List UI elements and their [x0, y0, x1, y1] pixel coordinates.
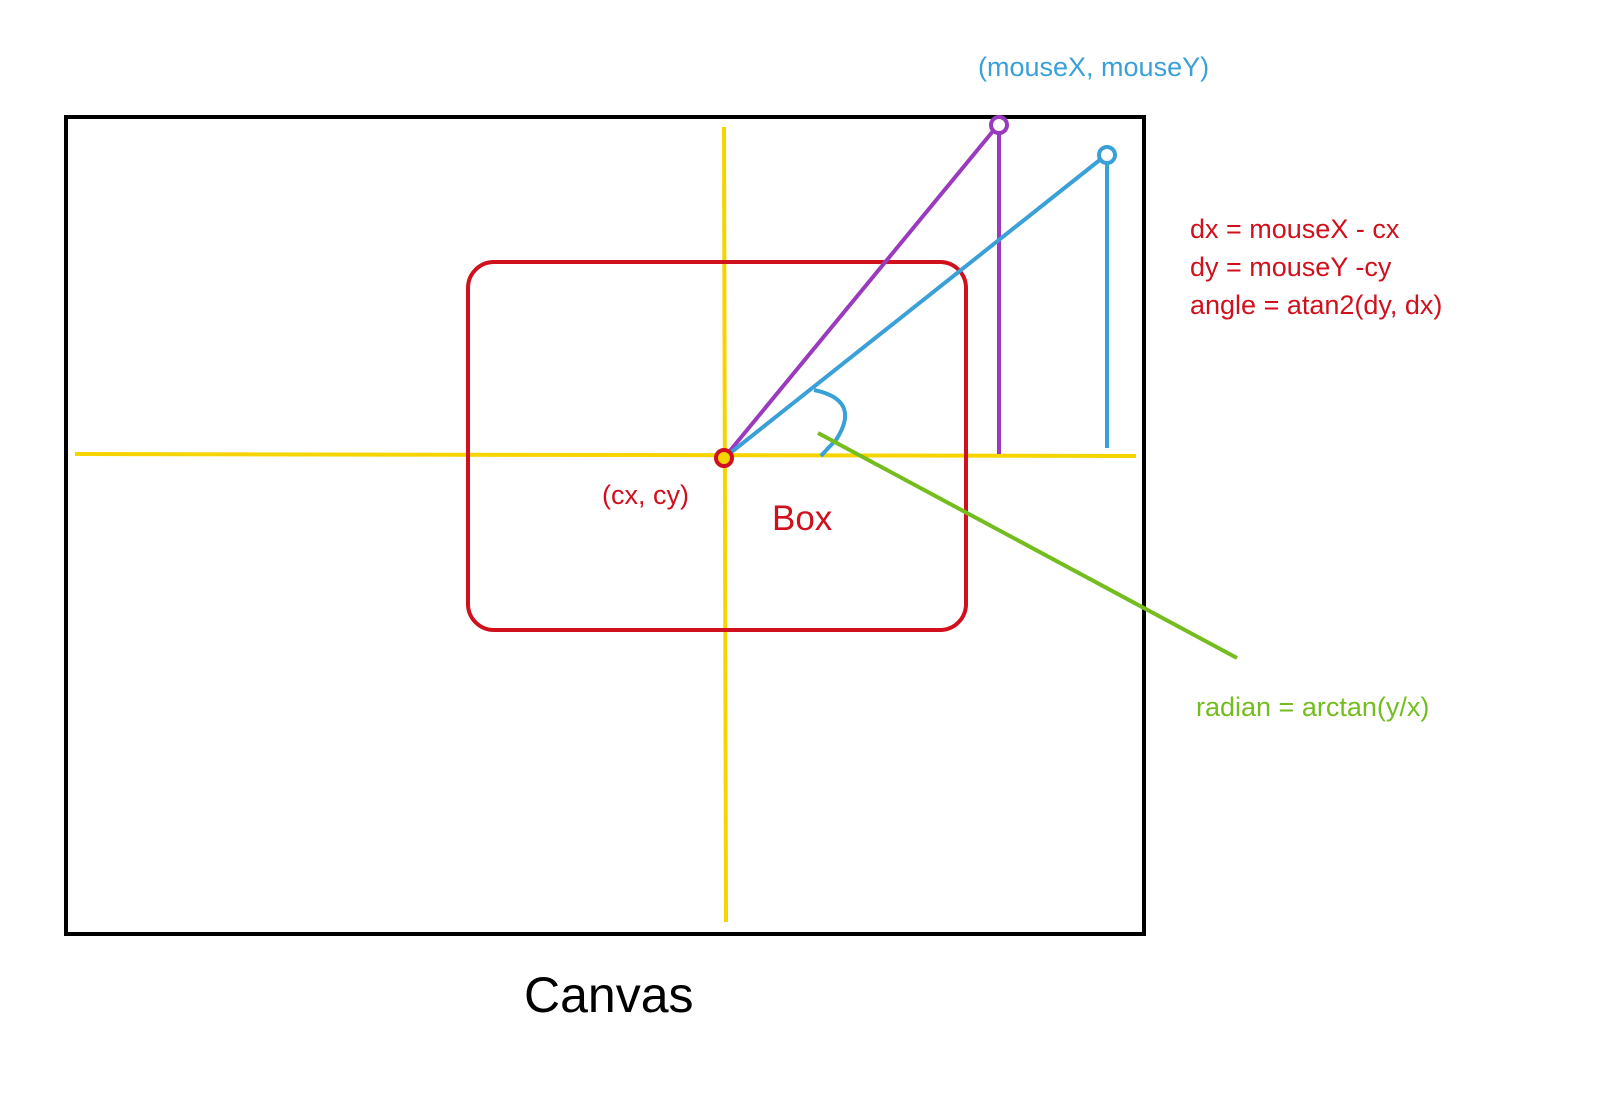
radian-label: radian = arctan(y/x)	[1196, 692, 1430, 722]
dy-formula: dy = mouseY -cy	[1190, 252, 1392, 282]
horizontal-axis	[74, 452, 1137, 458]
canvas-label: Canvas	[524, 967, 694, 1023]
angle-arc	[813, 388, 847, 458]
box-rect	[466, 260, 968, 632]
blue-vector-line	[722, 153, 1108, 460]
center-point	[714, 448, 734, 468]
center-label: (cx, cy)	[602, 480, 689, 510]
blue-mouse-point	[1097, 145, 1117, 165]
dx-formula: dx = mouseX - cx	[1190, 214, 1400, 244]
purple-vector-line	[722, 123, 1000, 460]
purple-mouse-point	[989, 115, 1009, 135]
vertical-axis	[722, 126, 728, 923]
box-label: Box	[772, 499, 833, 538]
radian-pointer-line	[817, 431, 1238, 660]
formula-block: dx = mouseX - cx dy = mouseY -cy angle =…	[1190, 210, 1442, 324]
angle-formula: angle = atan2(dy, dx)	[1190, 290, 1443, 320]
mouse-label: (mouseX, mouseY)	[978, 52, 1210, 82]
canvas-frame	[64, 115, 1146, 936]
